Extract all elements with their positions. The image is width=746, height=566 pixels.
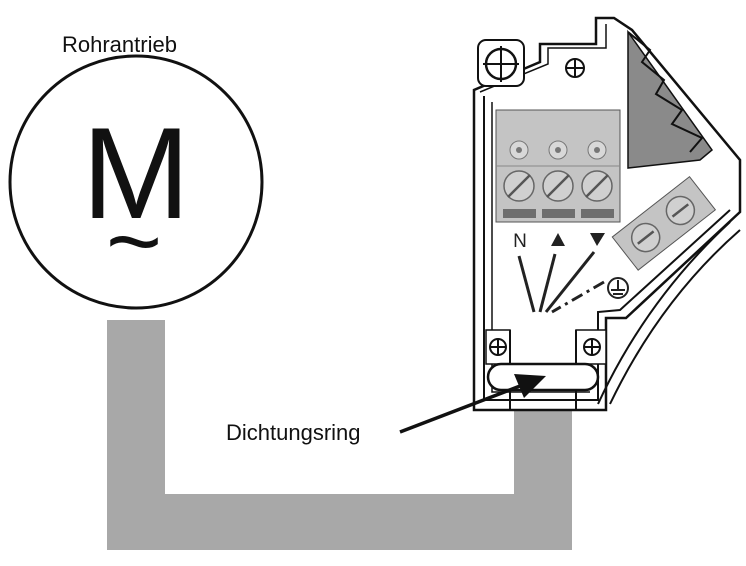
motor-circle [8, 54, 264, 310]
seal-ring-label: Dichtungsring [226, 420, 361, 445]
terminal-block [495, 109, 621, 223]
screw-icon-left [485, 329, 511, 365]
motor-symbol: M [82, 100, 190, 246]
housing-shadow [627, 29, 714, 169]
screw-icon [565, 58, 585, 78]
ground-terminal-block [611, 175, 717, 271]
motor-title: Rohrantrieb [62, 32, 177, 57]
terminal-n-label: N [513, 231, 527, 252]
wires [517, 251, 605, 314]
motor-tilde: ~ [106, 188, 162, 295]
triangle-up-icon [551, 233, 565, 246]
screw-icon-right [575, 329, 607, 365]
ground-icon [607, 277, 629, 299]
mounting-hole-icon [477, 39, 525, 87]
triangle-down-icon [590, 233, 605, 246]
seal-ring-arrow [399, 374, 546, 434]
